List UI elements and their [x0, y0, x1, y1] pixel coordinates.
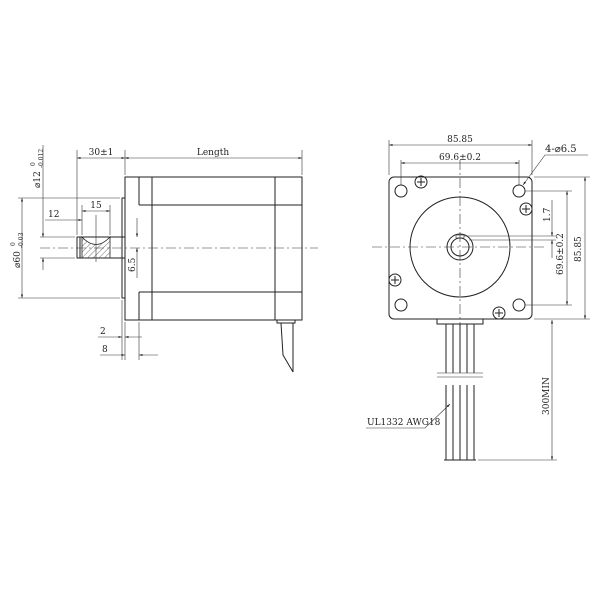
dim-hole-spacing-v: 69.6±0.2	[556, 233, 566, 275]
dim-length: Length	[197, 148, 229, 158]
dim-pilot-dia-tol-upper: 0	[10, 242, 17, 246]
screws	[388, 175, 533, 320]
lead-wire	[280, 322, 294, 373]
dim-holes: 4-⌀6.5	[545, 144, 577, 155]
dim-pilot-dia: ⌀60	[13, 251, 23, 268]
dim-shaft-dia-tol-upper: 0	[30, 162, 37, 166]
dim-shaft-dia: ⌀12	[33, 171, 43, 188]
dim-hole-spacing: 69.6±0.2	[439, 153, 481, 163]
dim-flat-depth: 6.5	[128, 257, 138, 272]
dim-key: 1.7	[543, 207, 553, 222]
lead-exit	[276, 319, 296, 324]
lead-wires	[437, 324, 483, 461]
dim-lead-length: 300MIN	[542, 377, 552, 415]
dim-flat-length: 15	[90, 201, 102, 211]
dim-height: 85.85	[574, 236, 584, 262]
dim-pilot-dia-tol-lower: -0.03	[18, 232, 25, 248]
dim-shaft-length: 30±1	[89, 148, 114, 158]
dim-shaft-dia-tol-lower: -0.012	[38, 149, 45, 168]
dim-flange: 8	[102, 345, 108, 355]
front-view: 85.85 69.6±0.2 4-⌀6.5 85.85 69.6±0.2 1.7…	[366, 135, 590, 461]
side-view: 30±1 Length ⌀12 0 -0.012 ⌀60 0 -0.03 12 …	[10, 145, 318, 373]
lead-label: UL1332 AWG18	[367, 418, 441, 428]
dim-width: 85.85	[447, 135, 473, 145]
dim-flat-offset: 12	[48, 210, 59, 220]
dim-pilot-height: 2	[100, 327, 106, 337]
